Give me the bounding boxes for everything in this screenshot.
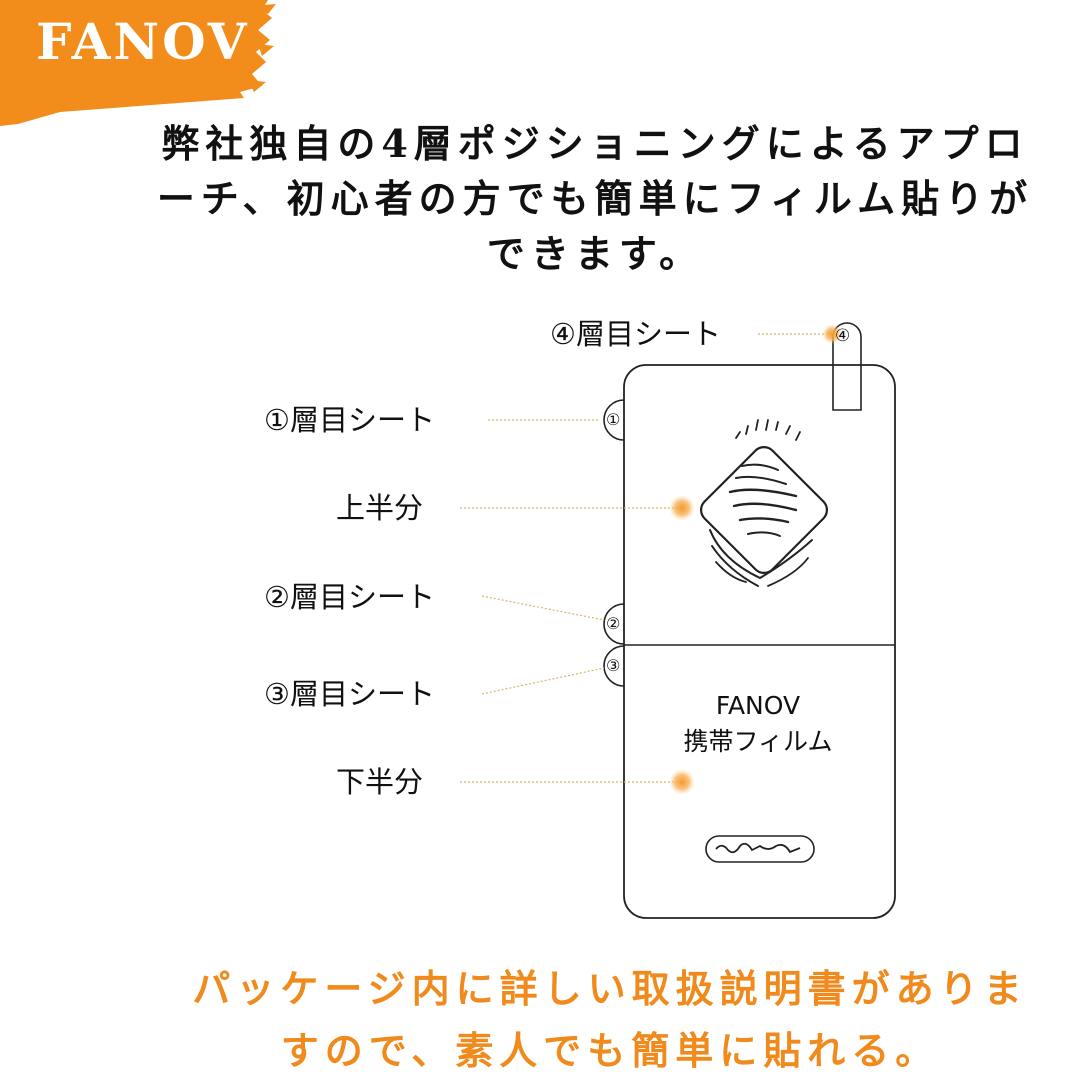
- tab-4-number: ④: [835, 326, 851, 346]
- footer-note: パッケージ内に詳しい取扱説明書がありま すので、素人でも簡単に貼れる。: [160, 958, 1060, 1082]
- tab-3-sheet: [603, 645, 625, 687]
- tab-2-sheet: [603, 603, 625, 645]
- label-sheet-1: ①層目シート: [264, 403, 435, 437]
- headline-line-1: 弊社独自の4層ポジショニングによるアプロ: [161, 121, 1029, 166]
- lower-signature-badge: [705, 835, 815, 863]
- label-lower-half: 下半分: [336, 765, 424, 799]
- footer-line-1: パッケージ内に詳しい取扱説明書がありま: [192, 966, 1028, 1011]
- glow-dot-lower: [669, 769, 695, 795]
- leader-lines: [460, 333, 832, 783]
- film-brand: FANOV: [715, 691, 801, 720]
- tab-2-number: ②: [606, 614, 621, 633]
- headline: 弊社独自の4層ポジショニングによるアプロ ーチ、初心者の方でも簡単にフィルム貼り…: [130, 116, 1060, 281]
- footer-line-2: すので、素人でも簡単に貼れる。: [280, 1028, 940, 1073]
- film-name: 携帯フィルム: [683, 727, 833, 756]
- label-sheet-3: ③層目シート: [264, 677, 435, 711]
- glow-dot-sheet4: [822, 324, 842, 344]
- glow-dot-upper: [669, 495, 695, 521]
- brand-logo: FANOV: [36, 12, 250, 71]
- logo-banner: [0, 0, 276, 126]
- tab-1-sheet: [603, 399, 625, 441]
- headline-line-2: ーチ、初心者の方でも簡単にフィルム貼りが: [156, 176, 1034, 221]
- tab-3-number: ③: [606, 656, 621, 675]
- label-upper-half: 上半分: [336, 491, 424, 525]
- upper-logo-graphic: [699, 419, 829, 587]
- label-sheet-2: ②層目シート: [264, 580, 435, 614]
- film-outline: [623, 364, 896, 919]
- headline-line-3: できます。: [486, 231, 704, 276]
- tab-1-number: ①: [606, 410, 621, 429]
- label-sheet-4: ④層目シート: [550, 317, 721, 351]
